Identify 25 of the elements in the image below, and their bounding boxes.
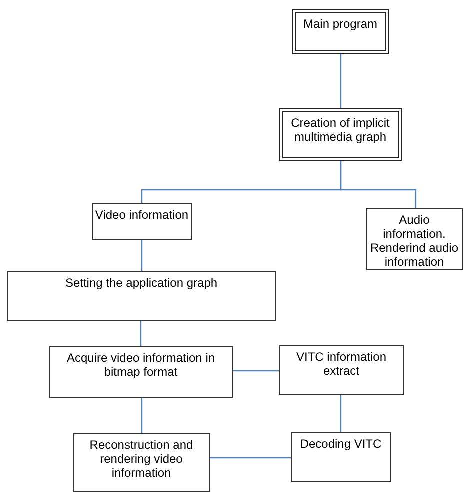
process-box — [279, 108, 402, 161]
box-label: Acquire video information in bitmap format — [66, 351, 216, 379]
box-label: Setting the application graph — [64, 276, 219, 290]
connector-line — [233, 370, 279, 372]
connector-line — [340, 54, 342, 108]
process-box — [291, 432, 391, 482]
connector-line — [140, 321, 142, 346]
box-label: Main program — [302, 17, 379, 31]
connector-line — [141, 398, 143, 433]
process-box — [73, 433, 210, 492]
box-label: Video information — [95, 208, 189, 222]
box-label: Decoding VITC — [299, 437, 383, 451]
process-box — [279, 345, 404, 395]
box-label: VITC information extract — [295, 350, 388, 378]
process-box — [92, 203, 192, 240]
process-box — [49, 346, 233, 398]
box-label: Reconstruction and rendering video information — [88, 438, 194, 480]
process-box — [7, 271, 276, 321]
connector-line — [340, 395, 342, 432]
connector-line — [340, 161, 417, 208]
process-box — [292, 9, 389, 54]
connector-line — [141, 240, 143, 271]
box-label: Audio information. Renderind audio information — [369, 213, 460, 269]
connector-line — [210, 457, 291, 459]
box-label: Creation of implicit multimedia graph — [290, 116, 391, 144]
